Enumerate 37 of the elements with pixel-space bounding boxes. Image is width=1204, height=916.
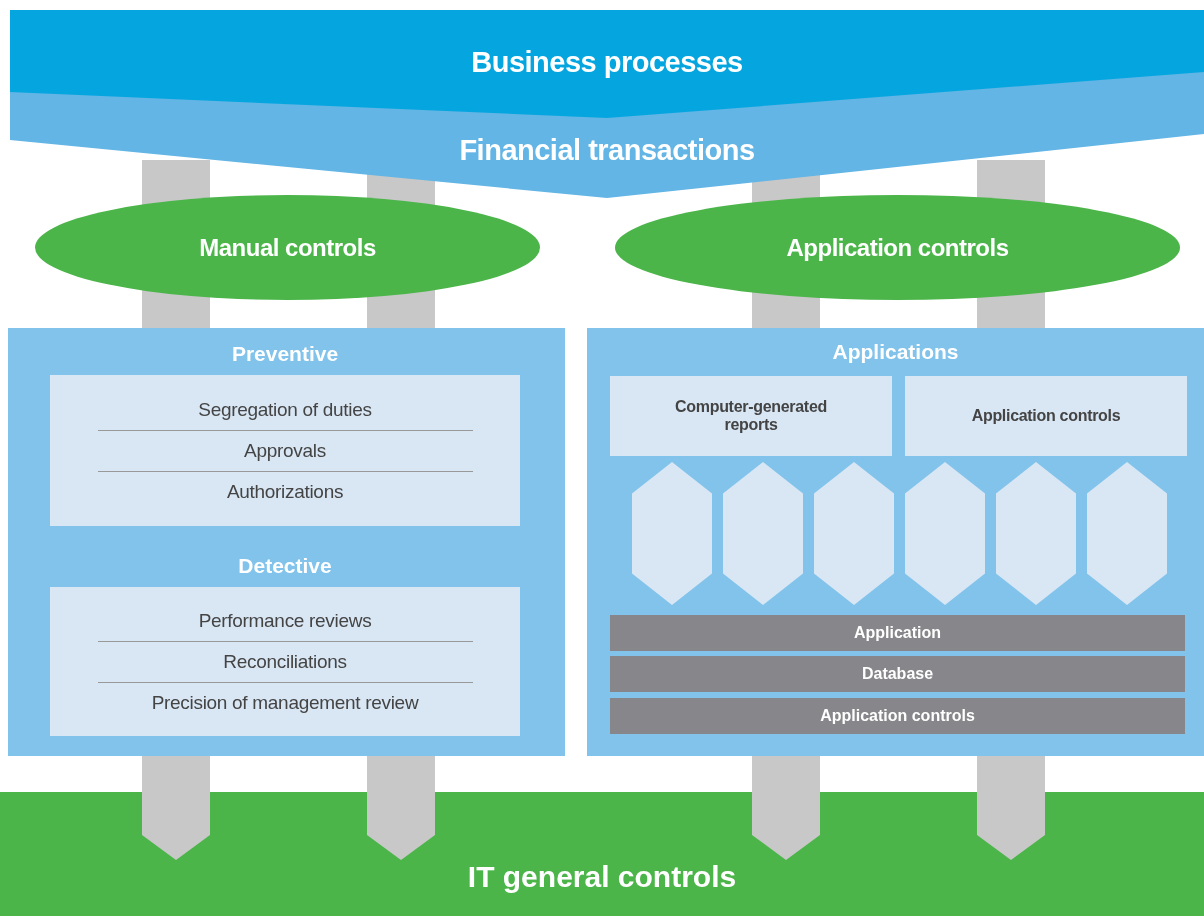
band-title: Business processes: [470, 46, 744, 79]
hexagon-shape: [632, 462, 712, 605]
bar-label: Database: [861, 665, 934, 683]
box-label: Application controls: [970, 407, 1122, 425]
control-ellipse: [35, 195, 540, 300]
hexagon-shape: [905, 462, 985, 605]
foundation-title: IT general controls: [466, 860, 738, 894]
control-title: Manual controls: [199, 233, 376, 262]
list-item: Reconciliations: [223, 650, 347, 673]
foundation-band: [0, 792, 1204, 916]
label-box: [610, 376, 892, 456]
panel-background: [8, 328, 565, 756]
label-box: [905, 376, 1187, 456]
hexagon-shape: [996, 462, 1076, 605]
list-item: Authorizations: [226, 480, 344, 503]
list-item: Approvals: [244, 439, 326, 462]
box-label: Computer-generated reports: [674, 398, 828, 434]
control-title: Application controls: [786, 233, 1009, 262]
list-item: Precision of management review: [151, 691, 419, 714]
layer-bar: [610, 615, 1185, 651]
layer-bar: [610, 656, 1185, 692]
section-heading: Preventive: [230, 342, 340, 366]
bar-label: Application controls: [820, 707, 975, 725]
hexagon-shape: [814, 462, 894, 605]
hexagon-shape: [1087, 462, 1167, 605]
panel-background: [587, 328, 1204, 756]
bar-label: Application: [853, 624, 942, 642]
layer-bar: [610, 698, 1185, 734]
chevron-band: [10, 118, 1204, 198]
list-item: Performance reviews: [198, 609, 372, 632]
band-title: Financial transactions: [458, 134, 756, 167]
section-heading: Detective: [237, 554, 333, 578]
hexagon-shape: [723, 462, 803, 605]
panel-heading: Applications: [831, 340, 960, 364]
chevron-band: [10, 10, 1204, 118]
control-ellipse: [615, 195, 1180, 300]
list-item: Segregation of duties: [198, 398, 372, 421]
